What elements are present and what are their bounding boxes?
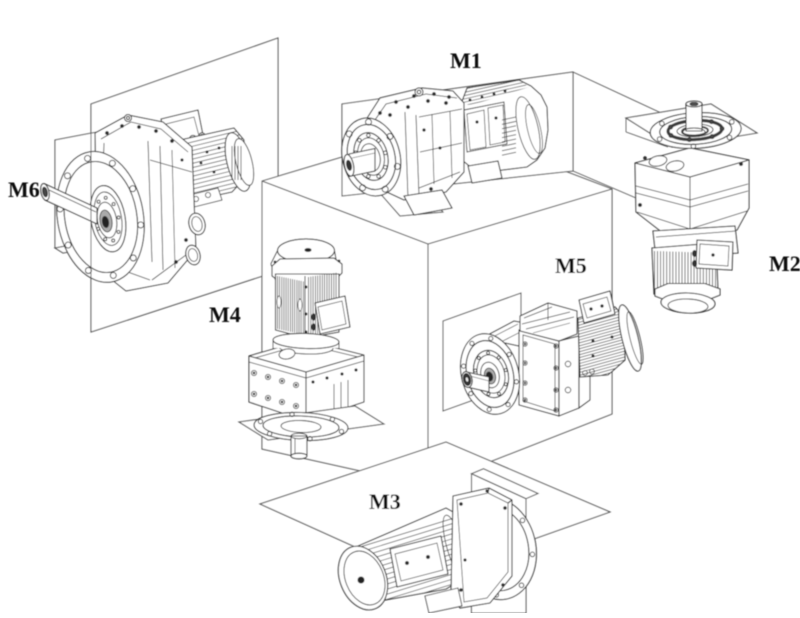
svg-text:M4: M4: [209, 302, 241, 327]
svg-text:M6: M6: [8, 177, 40, 202]
svg-text:M5: M5: [555, 253, 587, 278]
svg-text:M2: M2: [769, 251, 800, 276]
svg-text:M3: M3: [369, 489, 401, 514]
svg-text:M1: M1: [450, 48, 482, 73]
